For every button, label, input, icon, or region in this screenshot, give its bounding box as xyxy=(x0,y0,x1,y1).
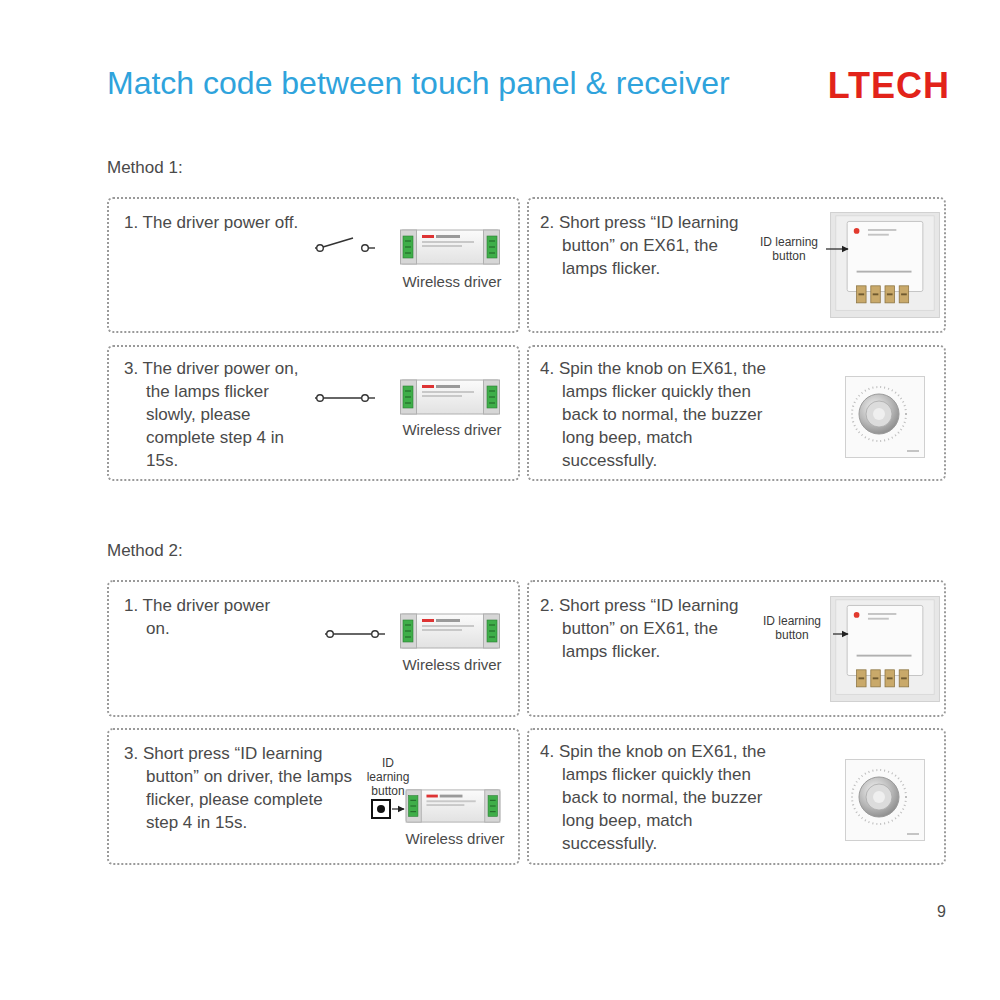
knob-picture xyxy=(846,377,925,458)
leader-arrow xyxy=(833,633,848,634)
driver-picture xyxy=(406,790,500,822)
closed-switch xyxy=(325,631,385,638)
panel-picture xyxy=(831,596,940,701)
section-heading: Method 1: xyxy=(107,158,307,178)
step-box: 1. The driver power on. Wireless driver xyxy=(107,580,520,717)
panel-picture xyxy=(831,212,940,317)
step-text: 1. The driver power off. xyxy=(124,211,314,234)
part-caption: Wireless driver xyxy=(382,656,522,674)
closed-switch xyxy=(315,395,375,402)
driver-picture xyxy=(401,230,500,264)
brand-logo: LTECH xyxy=(800,64,950,107)
part-caption: Wireless driver xyxy=(382,273,522,291)
step-box: 2. Short press “ID learning button” on E… xyxy=(527,580,946,717)
page-title: Match code between touch panel & receive… xyxy=(107,64,797,102)
button-symbol xyxy=(372,800,390,818)
driver-picture xyxy=(401,380,500,414)
step-text: 3. The driver power on, the lamps flicke… xyxy=(124,357,309,472)
step-box: 3. The driver power on, the lamps flicke… xyxy=(107,345,520,481)
page-number: 9 xyxy=(900,902,946,921)
part-caption: Wireless driver xyxy=(385,830,525,848)
part-caption: ID learning button xyxy=(754,614,830,642)
leader-arrow xyxy=(392,808,404,809)
step-text: 1. The driver power on. xyxy=(124,594,289,640)
step-text: 4. Spin the knob on EX61, the lamps flic… xyxy=(540,357,785,472)
step-text: 3. Short press “ID learning button” on d… xyxy=(124,742,354,834)
step-text: 4. Spin the knob on EX61, the lamps flic… xyxy=(540,740,785,855)
step-text: 2. Short press “ID learning button” on E… xyxy=(540,594,745,663)
part-caption: ID learning button xyxy=(751,235,827,263)
section-heading: Method 2: xyxy=(107,541,307,561)
part-caption: Wireless driver xyxy=(382,421,522,439)
step-box: 1. The driver power off. Wireless driver xyxy=(107,197,520,333)
step-box: 2. Short press “ID learning button” on E… xyxy=(527,197,946,333)
step-box: 4. Spin the knob on EX61, the lamps flic… xyxy=(527,728,946,865)
driver-picture xyxy=(401,614,500,648)
step-box: 3. Short press “ID learning button” on d… xyxy=(107,728,520,865)
open-switch xyxy=(315,238,375,251)
leader-arrow xyxy=(826,248,848,249)
part-caption: ID learning button xyxy=(363,756,413,798)
step-box: 4. Spin the knob on EX61, the lamps flic… xyxy=(527,345,946,481)
step-text: 2. Short press “ID learning button” on E… xyxy=(540,211,745,280)
button-symbol xyxy=(377,805,385,813)
knob-picture xyxy=(846,760,925,841)
